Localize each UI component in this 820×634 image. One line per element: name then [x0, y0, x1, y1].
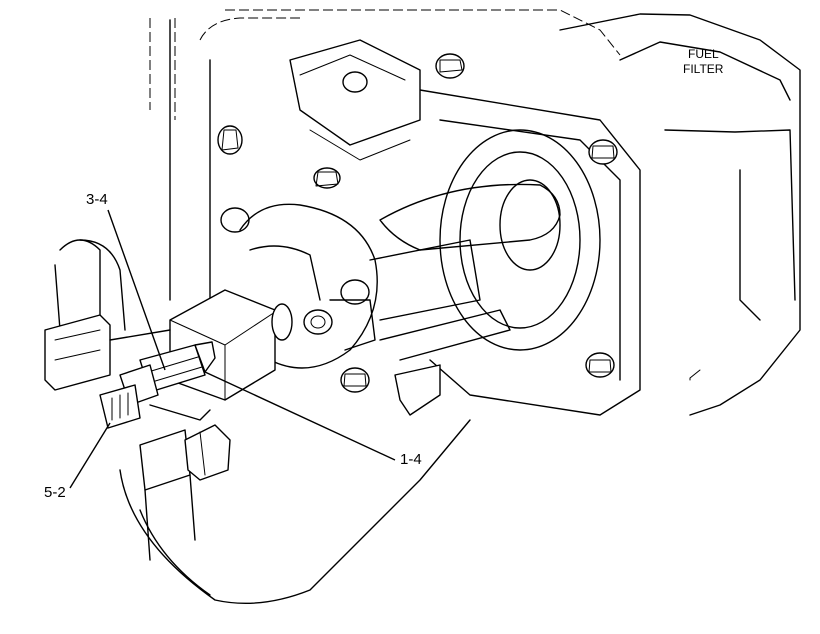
fuel-filter-housing: FUEL FILTER [559, 13, 801, 416]
bolt-mid-left [220, 207, 250, 233]
bolt-top [435, 53, 465, 79]
bolt-housing [340, 279, 370, 305]
leader-1-4 [204, 371, 396, 461]
fuel-filter-label-line1: FUEL [688, 47, 719, 61]
engine-block-outline [119, 9, 621, 604]
bolt-upper-left [217, 125, 243, 155]
callout-5-2: 5-2 [44, 484, 66, 501]
bolt-center [313, 167, 341, 189]
fuel-line-pipe [44, 239, 171, 391]
pump-body [239, 203, 511, 369]
bolt-lower-left [340, 367, 370, 393]
bolt-upper-right [588, 139, 618, 165]
lower-fitting [139, 424, 231, 561]
leader-3-4 [107, 209, 166, 371]
leader-5-2 [69, 422, 111, 489]
callout-leaders [69, 209, 396, 489]
callout-3-4: 3-4 [86, 191, 108, 208]
bolt-lower-right [585, 352, 615, 378]
callout-1-4: 1-4 [400, 451, 422, 468]
speed-timing-sensor [99, 341, 216, 429]
fuel-filter-label-line2: FILTER [683, 62, 724, 76]
flange-bolts [217, 53, 618, 393]
pump-flange [379, 89, 641, 416]
upper-mount-block [289, 39, 421, 161]
bracket [394, 364, 441, 416]
